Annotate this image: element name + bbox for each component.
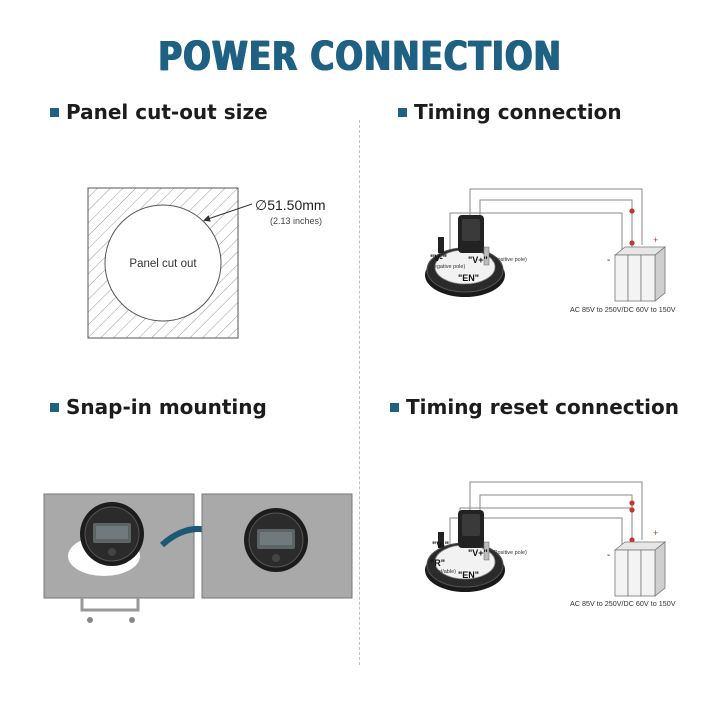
center-divider	[359, 120, 360, 665]
wire-enable	[479, 199, 633, 253]
bullet-icon	[390, 402, 399, 412]
wire-reset	[459, 507, 632, 525]
cutout-label: Panel cut out	[129, 258, 197, 270]
heading-panel-cutout-label: Panel cut-out size	[66, 100, 268, 124]
heading-snap-in: Snap-in mounting	[50, 395, 267, 419]
hour-meter-rear	[425, 215, 505, 297]
terminal-v-pos-desc: (Positive pole)	[492, 550, 527, 556]
supply-minus-label: -	[607, 550, 610, 561]
heading-timing-connection-label: Timing connection	[414, 100, 622, 124]
terminal-v-pos-label: "V+"	[468, 548, 488, 558]
wire-positive	[469, 481, 643, 540]
terminal-v-neg-label: "V-"	[430, 253, 447, 263]
wire-positive	[469, 188, 643, 245]
hour-meter-installed	[244, 508, 308, 572]
bullet-icon	[50, 402, 59, 412]
mounting-bracket	[80, 598, 140, 623]
terminal-en-label: "EN"	[458, 273, 479, 283]
wire-enable	[479, 494, 633, 548]
junction-dot	[629, 507, 635, 513]
timing-reset-diagram: "V-" "R" (Reset/able) "V+" (Positive pol…	[425, 481, 676, 608]
terminal-r-desc: (Reset/able)	[426, 569, 456, 575]
junction-dot	[629, 500, 635, 506]
heading-timing-reset: Timing reset connection	[390, 395, 679, 419]
timing-connection-diagram: "V-" (Negative pole) "V+" (Positive pole…	[425, 188, 676, 314]
page-title: POWER CONNECTION	[158, 34, 562, 80]
terminal-en-desc: (Timing)	[463, 284, 483, 290]
junction-dot	[629, 240, 635, 246]
junction-dot	[629, 208, 635, 214]
power-supply-block	[613, 541, 667, 597]
dimension-leader	[203, 203, 253, 222]
terminal-en-label: "EN"	[458, 570, 479, 580]
supply-voltage-label: AC 85V to 250V/DC 60V to 150V	[570, 599, 676, 608]
terminal-v-pos-label: "V+"	[468, 255, 488, 265]
bullet-icon	[50, 107, 59, 117]
heading-snap-in-label: Snap-in mounting	[66, 395, 267, 419]
supply-minus-label: -	[607, 255, 610, 266]
diameter-label: ∅51.50mm	[255, 197, 326, 213]
power-supply-block	[613, 246, 667, 302]
terminal-v-neg-desc: (Negative pole)	[428, 264, 465, 270]
snap-in-diagram	[43, 493, 353, 623]
terminal-en-desc: (Timing)	[463, 581, 483, 587]
heading-timing-connection: Timing connection	[398, 100, 622, 124]
terminal-v-neg-label: "V-"	[432, 540, 449, 550]
heading-panel-cutout: Panel cut-out size	[50, 100, 268, 124]
wire-negative	[449, 212, 623, 257]
diameter-inches-label: (2.13 inches)	[270, 216, 322, 226]
wire-negative	[449, 517, 623, 552]
terminal-v-pos-desc: (Positive pole)	[492, 257, 527, 263]
bullet-icon	[398, 107, 407, 117]
panel-cutout-diagram: Panel cut out ∅51.50mm (2.13 inches)	[87, 187, 326, 339]
supply-plus-label: +	[653, 235, 658, 245]
supply-plus-label: +	[653, 528, 658, 538]
cutout-hole	[104, 204, 222, 322]
hour-meter-front	[80, 502, 144, 566]
junction-dot	[629, 537, 635, 543]
terminal-r-label: "R"	[430, 558, 445, 568]
heading-timing-reset-label: Timing reset connection	[406, 395, 680, 419]
supply-voltage-label: AC 85V to 250V/DC 60V to 150V	[570, 305, 676, 314]
hour-meter-rear	[425, 510, 505, 592]
